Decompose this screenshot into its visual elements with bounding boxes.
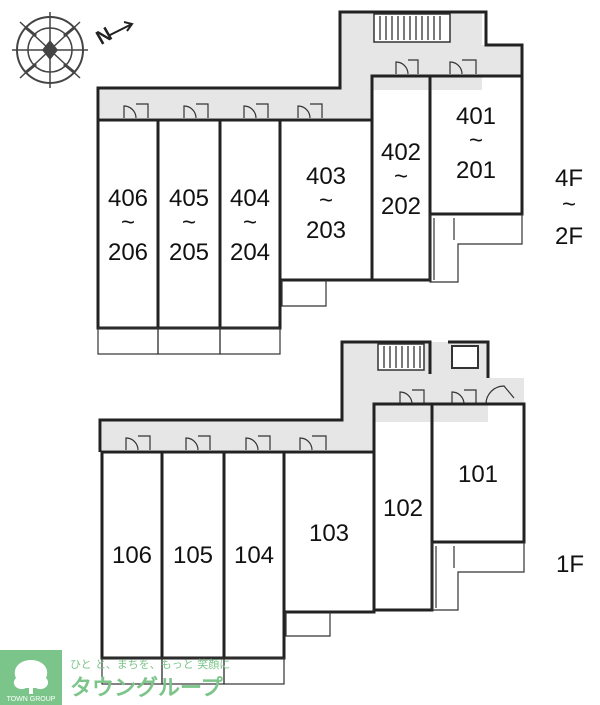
svg-text:403: 403 [306, 163, 346, 190]
svg-text:~: ~ [243, 209, 257, 236]
logo-brand: タウングループ [70, 675, 224, 701]
lower-floor-plan: 106 105 104 103 102 101 1F [98, 340, 584, 685]
svg-text:203: 203 [306, 217, 346, 244]
unit-label-101: 101 [458, 461, 498, 488]
svg-text:202: 202 [381, 193, 421, 220]
unit-label-102: 102 [383, 495, 423, 522]
compass-north-label: N [93, 23, 117, 49]
svg-text:401: 401 [456, 103, 496, 130]
svg-text:4F: 4F [555, 165, 583, 192]
unit-label-404: 404 ~ 204 [230, 185, 270, 266]
svg-text:~: ~ [469, 127, 483, 154]
town-group-logo: TOWN GROUP ひと と、まちを、もっと 笑顔に タウングループ [0, 650, 230, 705]
svg-text:205: 205 [169, 239, 209, 266]
svg-text:406: 406 [108, 185, 148, 212]
unit-label-106: 106 [112, 542, 152, 569]
tree-icon [13, 660, 49, 694]
unit-label-403: 403 ~ 203 [306, 163, 346, 244]
logo-sub-text: TOWN GROUP [7, 696, 56, 703]
unit-label-402: 402 ~ 202 [381, 139, 421, 220]
floor-label-1f: 1F [556, 551, 584, 578]
stair-steps-lower [383, 346, 421, 368]
svg-text:~: ~ [562, 191, 576, 218]
upper-floor-plan: 406 ~ 206 405 ~ 205 404 ~ 204 403 ~ 203 … [96, 10, 583, 355]
logo-tagline: ひと と、まちを、もっと 笑顔に [70, 657, 230, 671]
stair-steps-upper [379, 16, 441, 40]
svg-text:405: 405 [169, 185, 209, 212]
compass-arrow-icon [107, 21, 134, 37]
svg-text:~: ~ [394, 163, 408, 190]
svg-text:204: 204 [230, 239, 270, 266]
svg-text:201: 201 [456, 157, 496, 184]
unit-label-104: 104 [234, 542, 274, 569]
svg-text:~: ~ [121, 209, 135, 236]
floor-label-4f-2f: 4F ~ 2F [555, 165, 583, 250]
unit-label-105: 105 [173, 542, 213, 569]
svg-text:206: 206 [108, 239, 148, 266]
unit-label-103: 103 [309, 520, 349, 547]
compass-icon [12, 12, 88, 88]
svg-text:2F: 2F [555, 223, 583, 250]
svg-text:~: ~ [319, 187, 333, 214]
svg-text:~: ~ [182, 209, 196, 236]
unit-label-406: 406 ~ 206 [108, 185, 148, 266]
unit-label-405: 405 ~ 205 [169, 185, 209, 266]
svg-text:402: 402 [381, 139, 421, 166]
unit-label-401: 401 ~ 201 [456, 103, 496, 184]
svg-text:404: 404 [230, 185, 270, 212]
